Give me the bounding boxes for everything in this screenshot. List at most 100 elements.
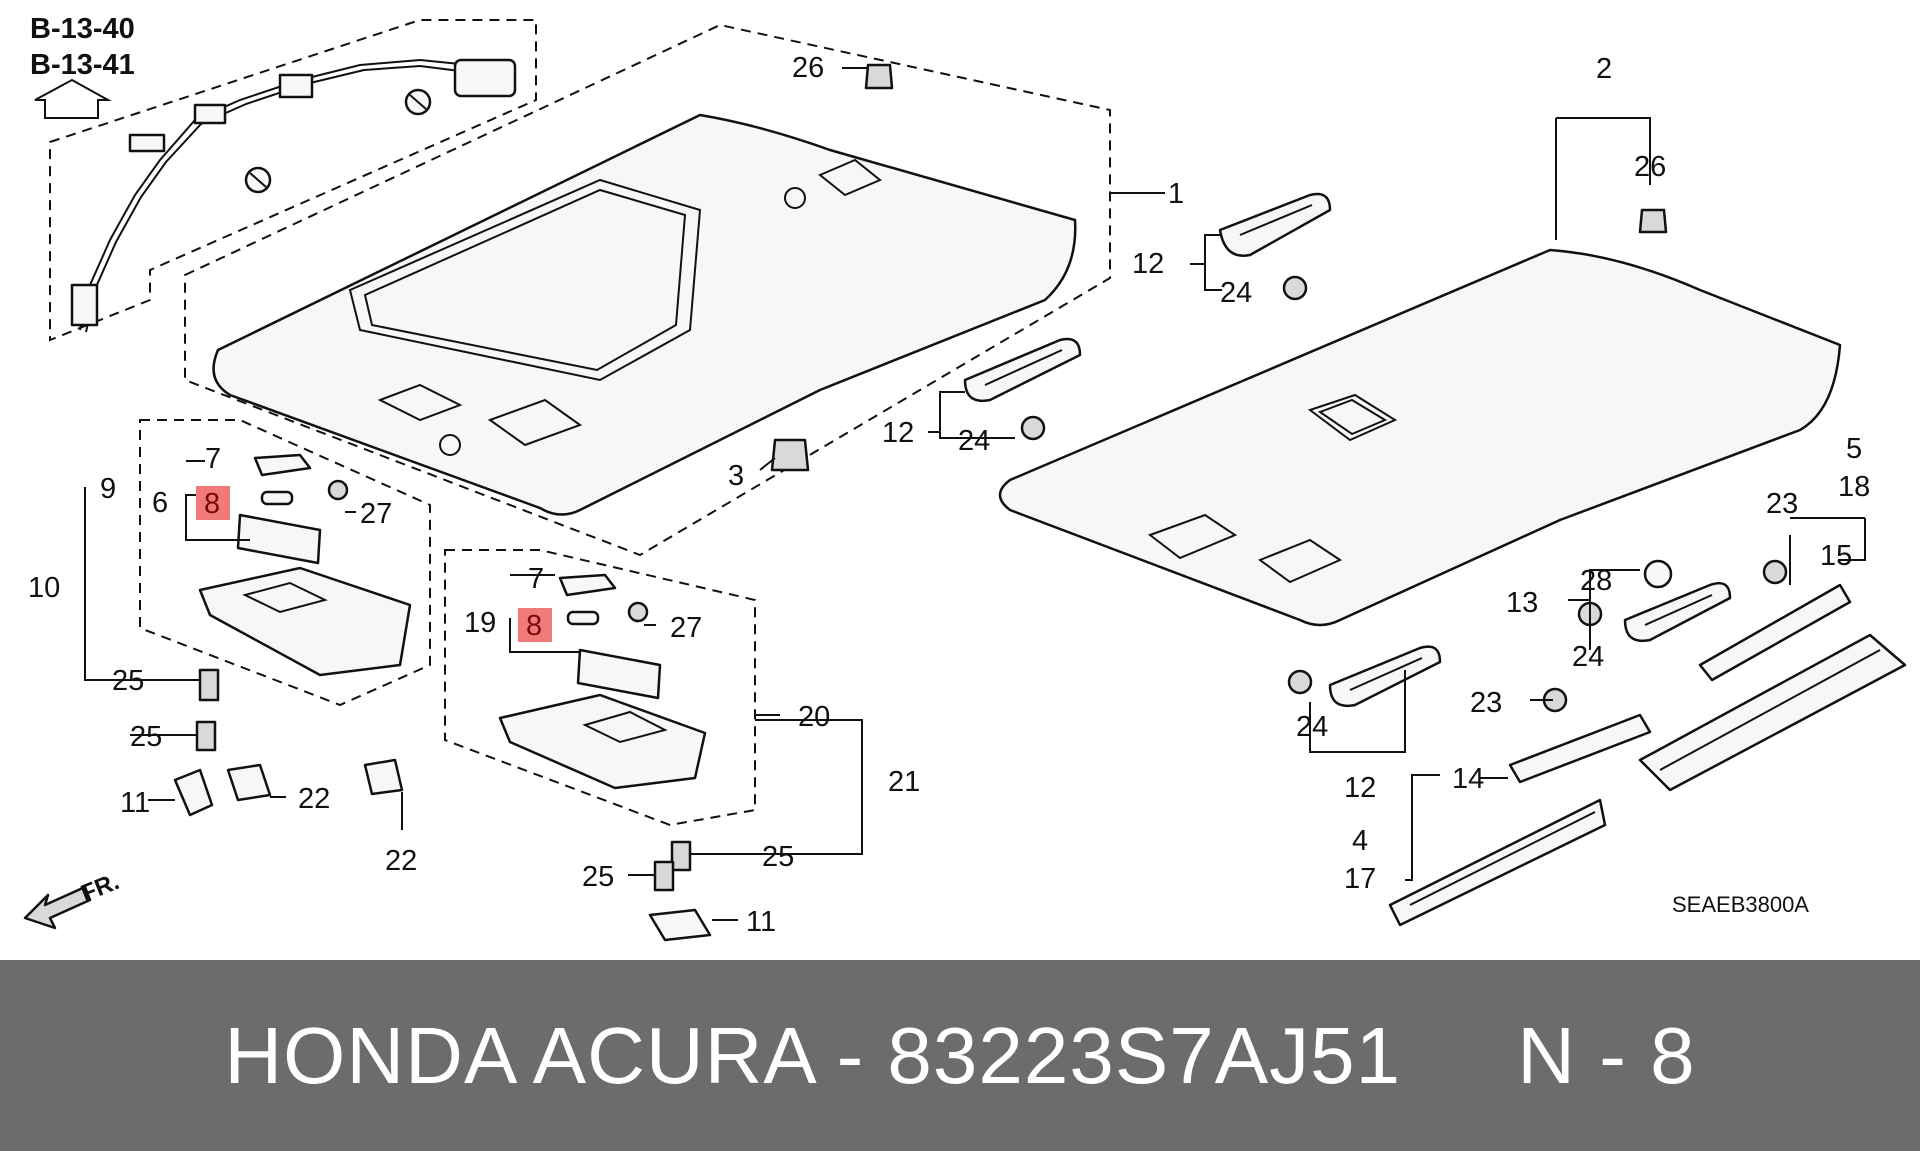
callout-3[interactable]: 3	[728, 460, 744, 492]
callout-23-a[interactable]: 23	[1766, 488, 1798, 520]
callout-1[interactable]: 1	[1168, 178, 1184, 210]
callout-25-d[interactable]: 25	[582, 861, 614, 893]
harness-end-clip	[70, 283, 99, 327]
airbag-bolt-b	[244, 166, 272, 194]
callout-22-a[interactable]: 22	[298, 783, 330, 815]
vanity-mirror-right[interactable]	[576, 648, 662, 700]
callout-13[interactable]: 13	[1506, 587, 1538, 619]
callout-27-a[interactable]: 27	[360, 498, 392, 530]
callout-11-b[interactable]: 11	[746, 906, 776, 938]
callout-15[interactable]: 15	[1820, 540, 1852, 572]
bolt-25-right-a	[670, 840, 692, 872]
callout-25-a[interactable]: 25	[112, 665, 144, 697]
vanity-mirror-left[interactable]	[236, 513, 322, 565]
grab-handle-rear-right[interactable]	[1623, 581, 1732, 643]
headliner-1-outline	[184, 23, 1111, 557]
callout-5[interactable]: 5	[1846, 433, 1862, 465]
part-number-banner: HONDA ACURA - 83223S7AJ51 N - 8	[0, 960, 1920, 1151]
callout-9[interactable]: 9	[100, 473, 116, 505]
airbag-bolt-a	[404, 88, 432, 116]
callout-25-c[interactable]: 25	[762, 841, 794, 873]
banner-text: HONDA ACURA - 83223S7AJ51 N - 8	[224, 1010, 1696, 1100]
headliner-sunroof[interactable]	[212, 113, 1077, 516]
callout-24-c[interactable]: 24	[1572, 641, 1604, 673]
callout-12-c[interactable]: 12	[1344, 772, 1376, 804]
rail-4-17[interactable]	[1388, 798, 1607, 927]
visor-left-outline	[139, 419, 431, 707]
callout-11-a[interactable]: 11	[120, 787, 150, 819]
holder-22-left-b	[363, 758, 404, 796]
callout-26-a[interactable]: 26	[792, 52, 824, 84]
harness-connector	[453, 58, 517, 98]
callout-21[interactable]: 21	[888, 766, 920, 798]
headliner-parts-diagram: B-13-40 B-13-41	[23, 13, 1907, 942]
callout-20[interactable]: 20	[798, 701, 830, 733]
clip-3	[770, 438, 810, 472]
callout-25-b[interactable]: 25	[130, 721, 162, 753]
harness-clip-b	[193, 103, 227, 125]
screw-27-left	[327, 479, 349, 501]
screw-24-b	[1020, 415, 1046, 441]
lens-8-right	[566, 610, 600, 626]
cap-28	[1643, 559, 1673, 589]
callout-19[interactable]: 19	[464, 607, 496, 639]
callout-18[interactable]: 18	[1838, 471, 1870, 503]
callout-4[interactable]: 4	[1352, 825, 1368, 857]
rail-5-18[interactable]	[1638, 633, 1907, 792]
callout-14[interactable]: 14	[1452, 763, 1484, 795]
callout-12-b[interactable]: 12	[882, 417, 914, 449]
grab-handle-front-left[interactable]	[963, 337, 1082, 403]
callout-7-a[interactable]: 7	[205, 443, 221, 475]
callout-22-b[interactable]: 22	[385, 845, 417, 877]
callout-28[interactable]: 28	[1580, 565, 1612, 597]
callout-6[interactable]: 6	[152, 487, 168, 519]
diagram-code: SEAEB3800A	[1672, 892, 1809, 917]
callout-2[interactable]: 2	[1596, 53, 1612, 85]
callout-12-a[interactable]: 12	[1132, 248, 1164, 280]
callout-8-b[interactable]: 8	[526, 610, 542, 642]
bolt-25-left-b	[195, 720, 217, 752]
front-direction-arrow-icon	[23, 885, 92, 930]
callout-26-b[interactable]: 26	[1634, 151, 1666, 183]
up-arrow-icon	[34, 78, 112, 119]
mirror-cover-right	[558, 573, 617, 597]
highlight-part-8-left	[196, 486, 230, 520]
sun-visor-right[interactable]	[498, 693, 707, 790]
front-label: FR.	[77, 868, 123, 908]
holder-22-left-a	[226, 763, 272, 802]
bracket-15[interactable]	[1698, 583, 1852, 682]
visor-right-outline	[444, 549, 756, 827]
bolt-25-right-b	[653, 860, 675, 892]
callout-24-d[interactable]: 24	[1296, 711, 1328, 743]
screw-24-c	[1287, 669, 1313, 695]
bolt-25-left-a	[198, 668, 220, 702]
grab-handle-rear-left[interactable]	[1328, 645, 1442, 708]
bolt-23-a	[1762, 559, 1788, 585]
callout-8-a[interactable]: 8	[204, 488, 220, 520]
harness-clip-c	[128, 133, 166, 153]
callout-27-b[interactable]: 27	[670, 612, 702, 644]
ref-code-b-13-40[interactable]: B-13-40	[30, 13, 135, 45]
bracket-14[interactable]	[1508, 713, 1652, 784]
callout-7-b[interactable]: 7	[528, 563, 544, 595]
callout-24-a[interactable]: 24	[1220, 277, 1252, 309]
airbag-section-outline	[49, 19, 537, 342]
ref-code-b-13-41[interactable]: B-13-41	[30, 49, 135, 81]
callout-24-b[interactable]: 24	[958, 425, 990, 457]
screw-24-a	[1282, 275, 1308, 301]
callout-10[interactable]: 10	[28, 572, 60, 604]
mirror-cover-left	[253, 453, 312, 477]
side-curtain-airbag-harness	[70, 58, 517, 333]
clip-11-left	[173, 768, 214, 817]
grab-handle-front-right[interactable]	[1218, 192, 1332, 257]
callout-23-b[interactable]: 23	[1470, 687, 1502, 719]
highlight-part-8-right	[518, 608, 552, 642]
clip-26-b	[1638, 208, 1668, 234]
screw-27-right	[627, 601, 649, 623]
callout-17[interactable]: 17	[1344, 863, 1376, 895]
sun-visor-left[interactable]	[198, 566, 412, 677]
headliner-standard[interactable]	[998, 248, 1842, 627]
harness-clip-a	[278, 73, 314, 99]
clip-11-right	[648, 908, 712, 942]
